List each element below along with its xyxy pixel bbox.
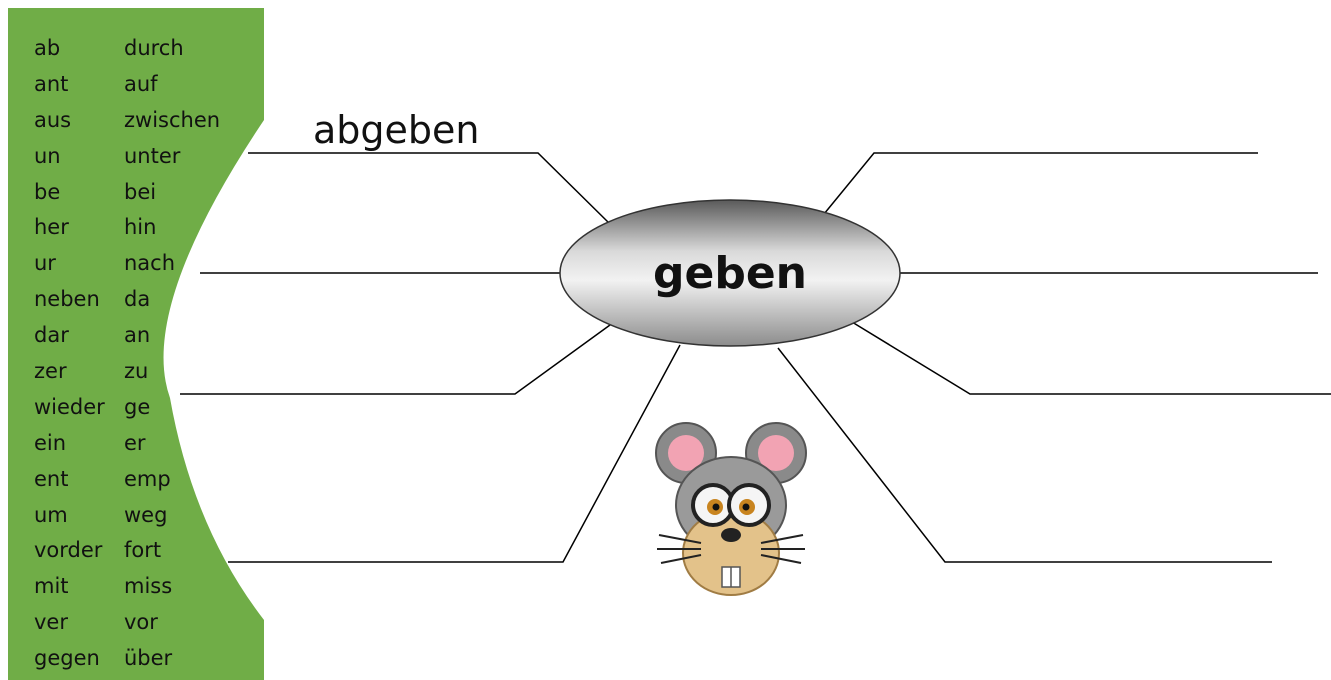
prefix-left: ein (34, 430, 67, 455)
prefix-row: aus zwischen (34, 102, 244, 138)
prefix-left: zer (34, 358, 67, 383)
prefix-row: un unter (34, 138, 244, 174)
prefix-right: er (124, 430, 146, 455)
prefix-right: zwischen (124, 107, 221, 132)
center-ellipse (559, 199, 901, 347)
answer-line-1 (248, 152, 611, 225)
prefix-right: zu (124, 358, 149, 383)
prefix-row: ur nach (34, 245, 244, 281)
prefix-row: ein er (34, 425, 244, 461)
example-answer: abgeben (313, 108, 480, 152)
prefix-right: vor (124, 610, 158, 635)
mouse-with-glasses-icon (655, 422, 807, 596)
prefix-row: ver vor (34, 604, 244, 640)
prefix-left: un (34, 143, 61, 168)
prefix-left: ver (34, 610, 68, 635)
prefix-left: dar (34, 323, 69, 348)
prefix-right: hin (124, 215, 157, 240)
prefix-right: weg (124, 502, 168, 527)
answer-line-8 (777, 347, 1272, 563)
prefix-left: um (34, 502, 68, 527)
prefix-left: wieder (34, 394, 105, 419)
prefix-row: wieder ge (34, 389, 244, 425)
prefix-left: aus (34, 107, 72, 132)
prefix-row: zer zu (34, 353, 244, 389)
prefix-row: be bei (34, 174, 244, 210)
center-word: geben (653, 248, 807, 299)
prefix-right: auf (124, 71, 158, 96)
prefix-left: ab (34, 35, 61, 60)
prefix-row: ant auf (34, 66, 244, 102)
prefix-right: ge (124, 394, 151, 419)
prefix-right: an (124, 323, 151, 348)
prefix-panel-background (8, 8, 264, 680)
prefix-left: neben (34, 287, 100, 312)
prefix-right: miss (124, 574, 173, 599)
prefix-right: nach (124, 251, 176, 276)
answer-line-7 (851, 321, 1331, 395)
prefix-row: um weg (34, 497, 244, 533)
prefix-left: vorder (34, 538, 103, 563)
prefix-left: mit (34, 574, 69, 599)
prefix-left: ur (34, 251, 56, 276)
prefix-row: gegen über (34, 640, 244, 676)
prefix-right: bei (124, 179, 157, 204)
prefix-left: be (34, 179, 61, 204)
prefix-right: fort (124, 538, 162, 563)
answer-line-3 (180, 324, 611, 395)
answer-line-4 (228, 344, 681, 563)
prefix-right: über (124, 646, 173, 671)
prefix-row: ent emp (34, 461, 244, 497)
prefix-row: ab durch (34, 30, 244, 66)
prefix-row: vorder fort (34, 532, 244, 568)
answer-line-5 (823, 152, 1258, 215)
prefix-row: dar an (34, 317, 244, 353)
prefix-right: da (124, 287, 151, 312)
prefix-left: gegen (34, 646, 100, 671)
prefix-right: emp (124, 466, 171, 491)
prefix-right: durch (124, 35, 184, 60)
prefix-row: her hin (34, 209, 244, 245)
prefix-left: ent (34, 466, 69, 491)
prefix-right: unter (124, 143, 181, 168)
prefix-left: ant (34, 71, 69, 96)
prefix-left: her (34, 215, 69, 240)
prefix-row: mit miss (34, 568, 244, 604)
